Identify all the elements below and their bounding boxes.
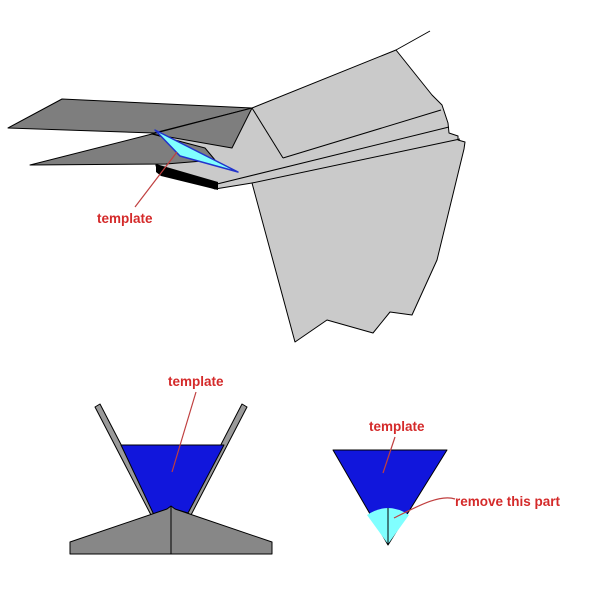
- sheet-top-edge-line: [251, 138, 461, 184]
- front-template-label: template: [168, 374, 224, 389]
- cutout-template-leader-line: [382, 436, 396, 474]
- template-piece-3d: [154, 129, 239, 173]
- remove-part-label: remove this part: [455, 494, 561, 509]
- fold-band-bottom-line: [212, 126, 450, 186]
- assembled-view: template: [7, 30, 466, 343]
- cutout-template-label: template: [369, 419, 425, 434]
- tail-edge-line: [395, 30, 431, 51]
- remove-part-leader-line: [393, 497, 456, 519]
- fold-band-top-line: [282, 109, 442, 159]
- top-template-leader-line: [134, 151, 178, 208]
- front-view: template: [69, 374, 273, 555]
- wing-root-sliver: [151, 107, 253, 149]
- nose-slab: [156, 164, 218, 190]
- template-cutout: [332, 449, 448, 546]
- nose-crease-line: [251, 107, 284, 159]
- cutout-view: template remove this part: [332, 419, 561, 546]
- front-template-leader-line: [171, 391, 197, 473]
- top-template-label: template: [97, 211, 153, 226]
- fuselage-and-sheet: [154, 49, 466, 343]
